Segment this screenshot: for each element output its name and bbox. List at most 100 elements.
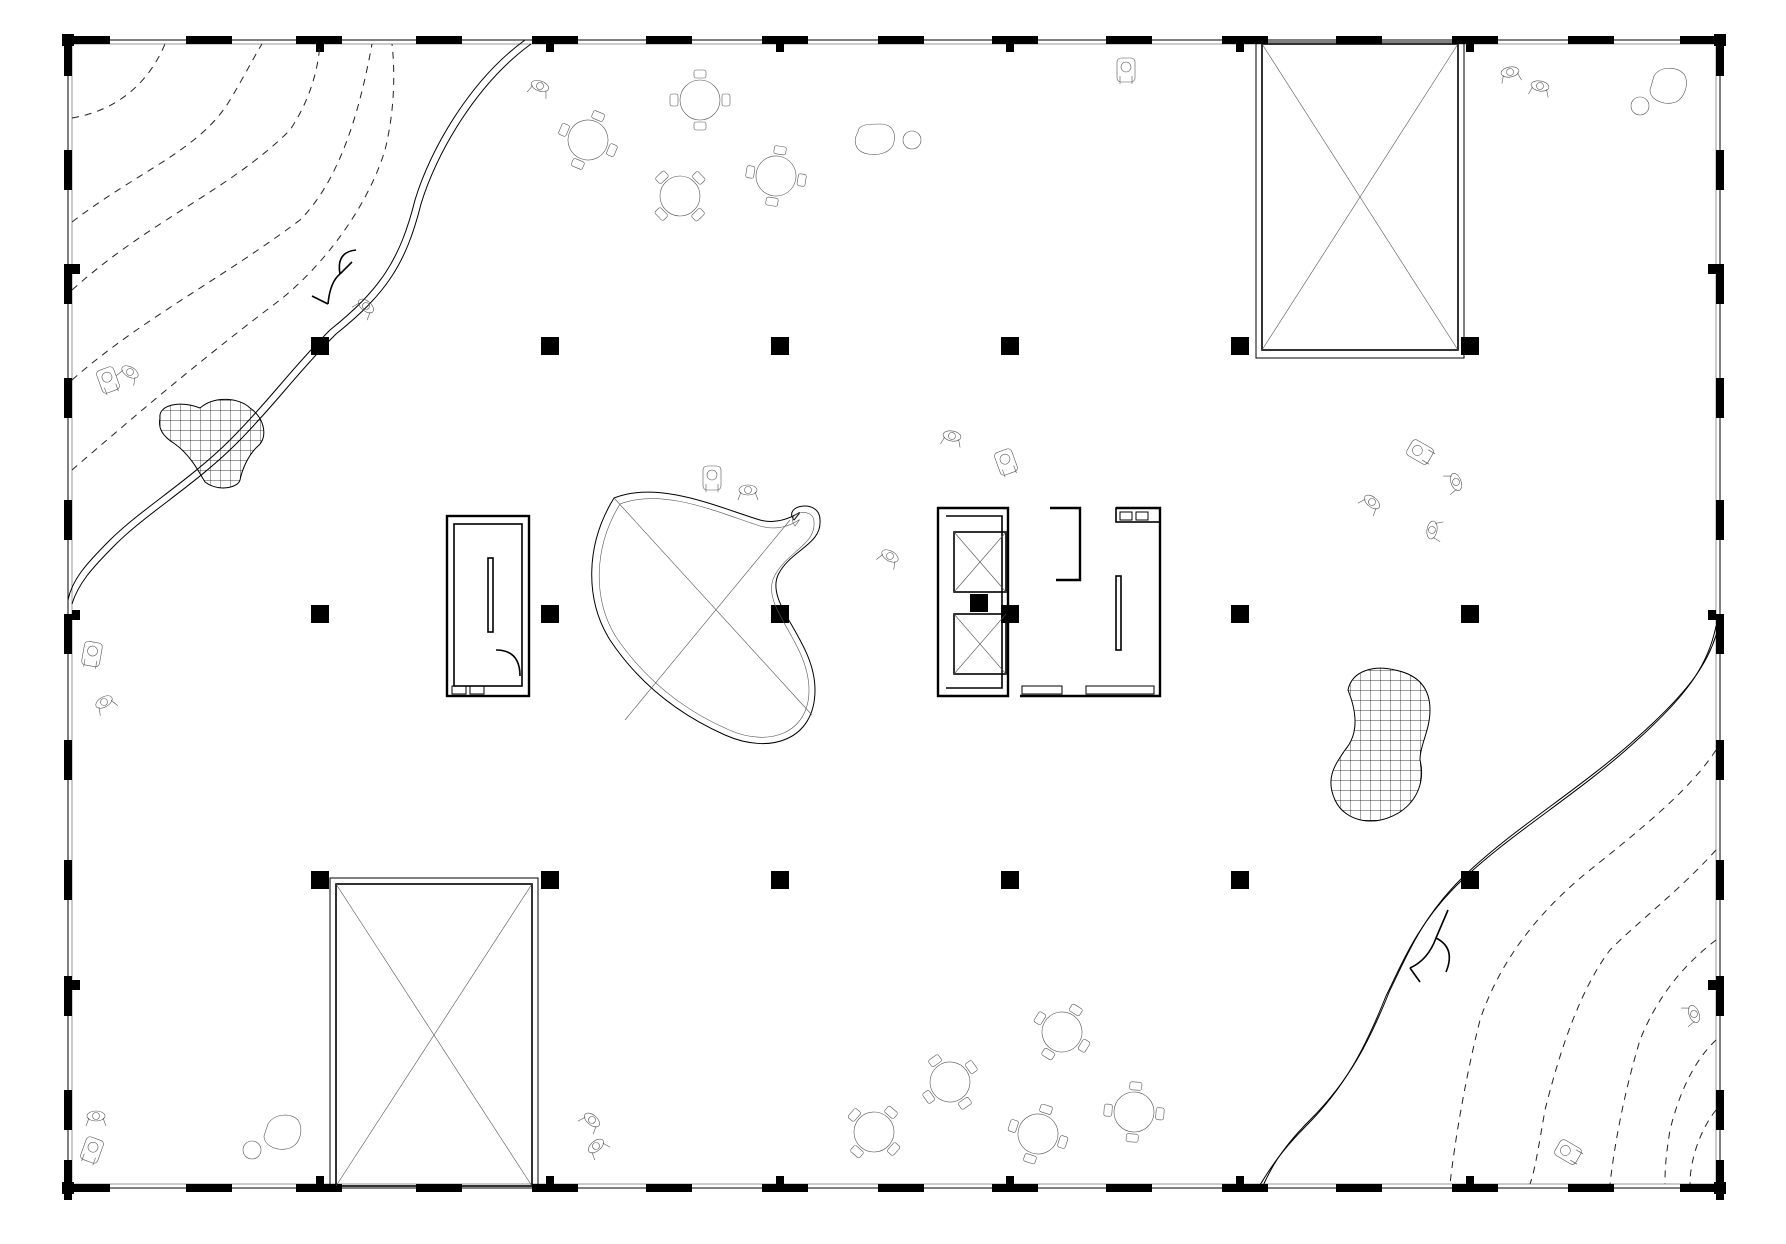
column: [311, 337, 329, 355]
service-core-left: [445, 514, 531, 698]
mullion: [1716, 500, 1724, 540]
mullion: [64, 1160, 72, 1200]
column: [1461, 337, 1479, 355]
mullion: [1680, 1184, 1726, 1192]
organic-void: [591, 491, 821, 745]
column: [1714, 34, 1726, 46]
mullion: [532, 36, 578, 44]
mullion: [64, 740, 72, 780]
round-table: [669, 69, 731, 131]
column: [1461, 871, 1479, 889]
person-figure: [1426, 520, 1444, 542]
round-table: [654, 170, 706, 222]
person-figure: [351, 298, 374, 321]
person-figure: [1681, 1005, 1700, 1028]
mullion: [1716, 614, 1724, 654]
cafe-tables: [558, 69, 1165, 1165]
lounge-seating: [242, 67, 1687, 1160]
contour-lines-bottom-right: [1449, 749, 1717, 1185]
mullion: [64, 1184, 110, 1192]
column: [771, 337, 789, 355]
column: [1231, 605, 1249, 623]
mullion: [1716, 264, 1724, 304]
mullion: [546, 44, 554, 52]
mullion: [532, 1184, 578, 1192]
seated-figure: [702, 465, 722, 492]
mullion: [296, 1184, 342, 1192]
curved-wall-bottom-right: [1257, 619, 1721, 1189]
mullion: [64, 264, 72, 304]
mullion: [1716, 976, 1724, 1016]
column: [311, 605, 329, 623]
round-table: [1103, 1081, 1165, 1143]
column: [62, 34, 74, 46]
mullion: [1106, 36, 1152, 44]
column: [1461, 605, 1479, 623]
mullion: [64, 976, 72, 1016]
person-figure: [95, 695, 118, 716]
column: [1001, 337, 1019, 355]
mullion: [1708, 610, 1716, 620]
mullion: [1716, 740, 1724, 780]
seated-figure: [1406, 439, 1436, 465]
person-figure: [526, 80, 549, 99]
person-figure: [1528, 80, 1550, 98]
mullion: [1708, 980, 1716, 990]
mullion: [64, 500, 72, 540]
mullion: [878, 36, 924, 44]
mullion: [646, 1184, 692, 1192]
person-figure: [577, 1112, 600, 1135]
mullion: [1708, 264, 1716, 274]
person-figure: [1443, 473, 1462, 496]
mullion: [72, 980, 80, 990]
mullion: [186, 36, 232, 44]
column: [311, 871, 329, 889]
mullion: [1466, 1176, 1474, 1184]
round-table: [847, 1105, 901, 1159]
column: [62, 1182, 74, 1194]
mullion: [762, 1184, 808, 1192]
column: [1714, 1182, 1726, 1194]
seated-figure: [96, 366, 120, 396]
mullion: [1568, 36, 1614, 44]
elevator-core: [936, 506, 1162, 698]
mullion: [1222, 36, 1268, 44]
person-figure: [1357, 494, 1380, 517]
mullion: [64, 150, 72, 190]
mullion: [186, 1184, 232, 1192]
person-figure: [940, 430, 962, 448]
mullion: [64, 1090, 72, 1130]
planter-left: [159, 398, 265, 489]
mullion: [776, 44, 784, 52]
mullion: [1452, 1184, 1498, 1192]
contour-lines-top-left: [71, 43, 395, 471]
mullion: [1236, 44, 1244, 52]
mullion: [1680, 36, 1726, 44]
person-figure: [116, 365, 139, 386]
mullion: [1006, 44, 1014, 52]
structural-columns: [62, 34, 1726, 1194]
column: [1231, 337, 1249, 355]
person-figure: [85, 1110, 107, 1127]
mullion: [316, 1176, 324, 1184]
mullion: [1006, 1176, 1014, 1184]
column: [541, 605, 559, 623]
person-figure: [876, 549, 899, 570]
mullion: [1716, 1090, 1724, 1130]
door-top-left: [311, 249, 357, 305]
mullion: [1452, 36, 1498, 44]
mullion: [1336, 36, 1382, 44]
mullion: [1716, 36, 1724, 76]
curved-wall-top-left: [67, 39, 532, 605]
mullion: [64, 860, 72, 900]
void-top-right: [1255, 41, 1465, 359]
mullion: [72, 610, 80, 620]
column: [1231, 871, 1249, 889]
round-table: [558, 110, 618, 170]
column: [771, 871, 789, 889]
round-table: [1033, 1003, 1091, 1061]
mullion: [776, 1176, 784, 1184]
mullion: [992, 36, 1038, 44]
mullion: [762, 36, 808, 44]
planter-right: [1330, 667, 1431, 822]
